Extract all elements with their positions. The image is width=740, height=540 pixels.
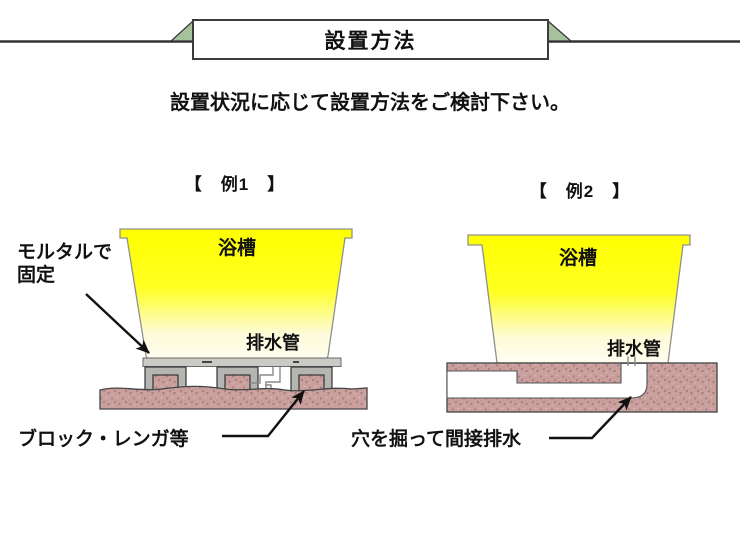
banner-right-fold: [547, 19, 573, 42]
pipe-inlet-marks: [627, 356, 636, 366]
banner-left-fold: [169, 19, 194, 42]
intro-text: 設置状況に応じて設置方法をご検討下さい。: [170, 92, 570, 114]
mortar-annotation: モルタルで 固定: [17, 242, 113, 286]
example1-tub-label: 浴槽: [217, 238, 256, 259]
title-banner: [0, 19, 740, 60]
example2-tub-label: 浴槽: [558, 248, 597, 269]
block-arrow: [222, 390, 305, 438]
example1-drainpipe-label: 排水管: [246, 333, 300, 353]
mortar-strip: [142, 357, 342, 367]
example2-title: 【 例2 】: [529, 182, 631, 201]
hole-arrow: [549, 396, 632, 440]
page-title: 設置方法: [324, 29, 417, 53]
block-annotation: ブロック・レンガ等: [18, 429, 189, 450]
ground-1: [99, 385, 368, 410]
example1-diagram: [85, 228, 368, 438]
mortar-arrow: [85, 293, 150, 354]
example1-title: 【 例1 】: [184, 175, 286, 194]
example2-drainpipe-label: 排水管: [607, 339, 661, 359]
banner-box: [192, 19, 549, 60]
example2-diagram: [446, 234, 718, 440]
indirect-drain-annotation: 穴を掘って間接排水: [351, 429, 522, 450]
